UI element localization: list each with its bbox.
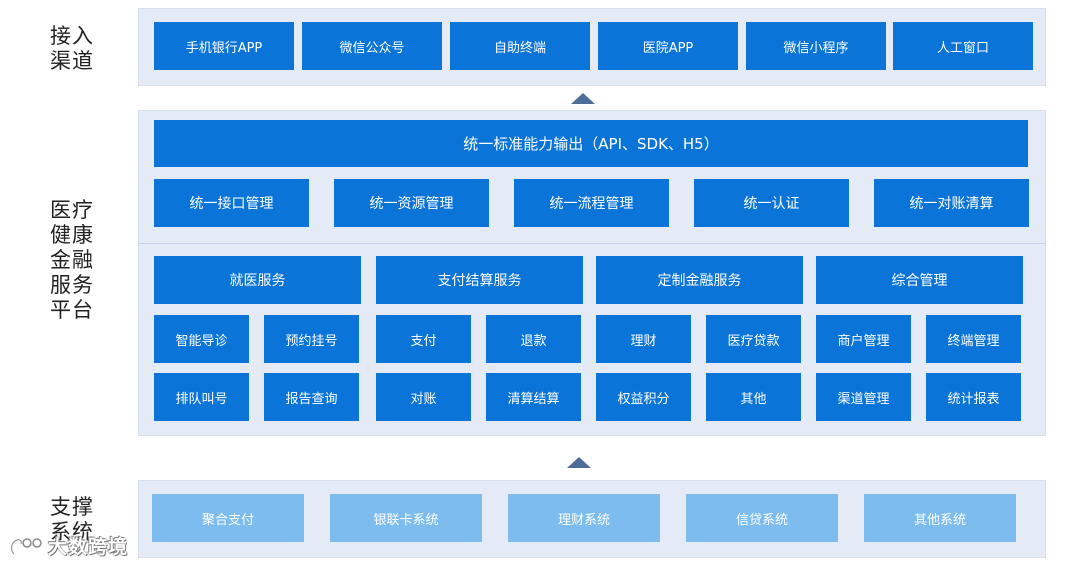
- watermark-logo-icon: [10, 537, 42, 555]
- management-box: 统一认证: [694, 179, 849, 227]
- management-box: 统一接口管理: [154, 179, 309, 227]
- service-header: 支付结算服务: [376, 256, 583, 304]
- service-item: 对账: [376, 373, 471, 421]
- support-box: 聚合支付: [152, 494, 304, 542]
- service-header: 综合管理: [816, 256, 1023, 304]
- channel-box: 自助终端: [450, 22, 590, 70]
- platform-label: 医疗健康金融服务平台: [50, 198, 94, 323]
- service-item: 其他: [706, 373, 801, 421]
- channel-box: 人工窗口: [893, 22, 1033, 70]
- service-item: 支付: [376, 315, 471, 363]
- service-item: 智能导诊: [154, 315, 249, 363]
- support-box: 理财系统: [508, 494, 660, 542]
- channel-box: 医院APP: [598, 22, 738, 70]
- channel-box: 微信小程序: [746, 22, 886, 70]
- channel-box: 微信公众号: [302, 22, 442, 70]
- service-header: 定制金融服务: [596, 256, 803, 304]
- management-box: 统一对账清算: [874, 179, 1029, 227]
- service-item: 统计报表: [926, 373, 1021, 421]
- support-system-label: 支撑系统: [50, 495, 94, 545]
- watermark: 大数跨境: [8, 532, 128, 559]
- access-channel-label: 接入渠道: [50, 24, 94, 74]
- unified-output-bar: 统一标准能力输出（API、SDK、H5）: [154, 120, 1028, 167]
- service-item: 权益积分: [596, 373, 691, 421]
- divider: [138, 243, 1046, 244]
- support-label-line: 支撑系统: [50, 495, 94, 544]
- service-item: 终端管理: [926, 315, 1021, 363]
- up-arrow-top: [571, 93, 595, 104]
- management-box: 统一流程管理: [514, 179, 669, 227]
- management-box: 统一资源管理: [334, 179, 489, 227]
- service-item: 清算结算: [486, 373, 581, 421]
- service-item: 医疗贷款: [706, 315, 801, 363]
- platform-label-line: 医疗健康金融服务平台: [50, 198, 94, 322]
- up-arrow-bottom: [567, 457, 591, 468]
- service-item: 预约挂号: [264, 315, 359, 363]
- service-item: 商户管理: [816, 315, 911, 363]
- support-box: 银联卡系统: [330, 494, 482, 542]
- service-item: 理财: [596, 315, 691, 363]
- service-item: 渠道管理: [816, 373, 911, 421]
- support-box: 其他系统: [864, 494, 1016, 542]
- service-item: 报告查询: [264, 373, 359, 421]
- service-item: 排队叫号: [154, 373, 249, 421]
- service-item: 退款: [486, 315, 581, 363]
- access-label-line: 接入渠道: [50, 24, 94, 73]
- watermark-text: 大数跨境: [48, 536, 129, 558]
- channel-box: 手机银行APP: [154, 22, 294, 70]
- service-header: 就医服务: [154, 256, 361, 304]
- support-box: 信贷系统: [686, 494, 838, 542]
